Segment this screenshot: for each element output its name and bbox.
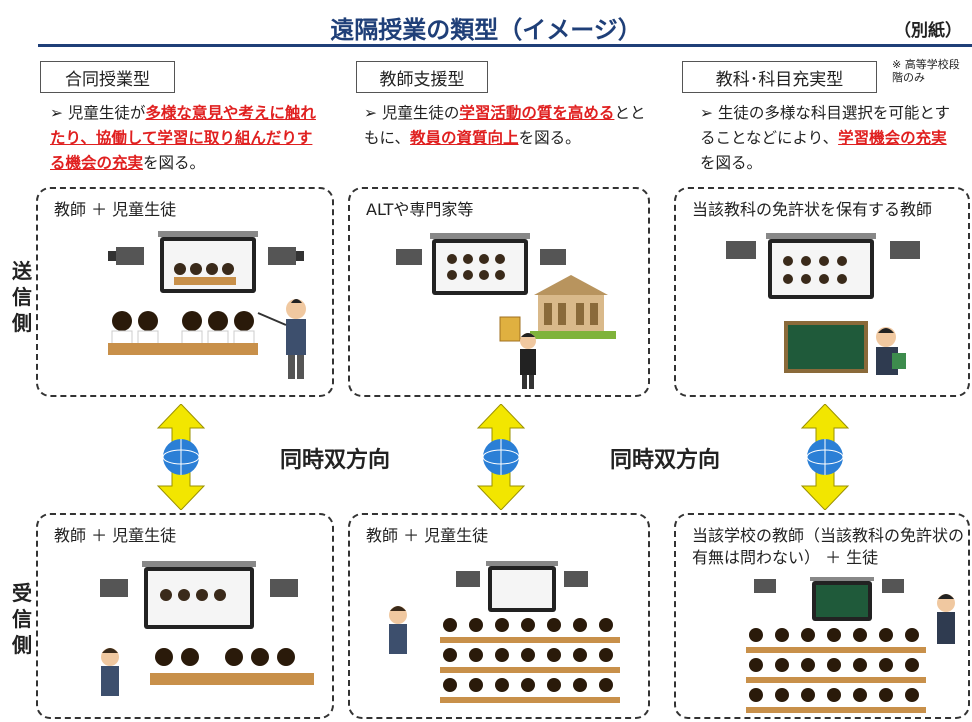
screen-icon: [486, 561, 558, 612]
title-underline: [38, 44, 972, 47]
panel-label: 当該学校の教師（当該教科の免許状の有無は問わない） ＋ 生徒: [692, 526, 965, 567]
large-classroom-illustration: [389, 561, 620, 703]
panel-label: 教師 ＋ 児童生徒: [54, 526, 177, 545]
desc-text: ➢ 児童生徒が: [50, 104, 146, 122]
sender-panel-teacher-support: ALTや専門家等: [348, 187, 650, 397]
screen-icon: [430, 233, 530, 295]
sender-side-label: 送信側: [12, 259, 32, 335]
desc-joint: ➢ 児童生徒が多様な意見や考えに触れたり、協働して学習に取り組んだりする機会の充…: [50, 101, 320, 176]
projector-icon: [540, 249, 566, 265]
student-icon: [112, 311, 254, 331]
bidirectional-label: 同時双方向: [610, 448, 721, 473]
screen-icon: [142, 561, 256, 629]
teacher-icon: [101, 648, 119, 696]
projector-icon: [456, 571, 480, 587]
projector-icon: [268, 247, 304, 265]
desc-text: を図る。: [518, 129, 581, 147]
projector-icon: [396, 249, 422, 265]
teacher-icon: [389, 606, 407, 654]
projector-icon: [726, 241, 756, 259]
desc-text: を図る。: [700, 154, 763, 172]
receiver-panel-joint: 教師 ＋ 児童生徒: [36, 513, 334, 719]
double-arrow-icon: [156, 404, 206, 510]
teacher-icon: [520, 333, 536, 389]
teacher-icon: [257, 299, 306, 379]
teacher-icon: [937, 594, 955, 644]
desc-teacher-support: ➢ 児童生徒の学習活動の質を高めるとともに、教員の資質向上を図る。: [364, 101, 659, 151]
desc-text: ➢ 生徒の多様な科目選択を可能とすることなどにより、: [700, 104, 950, 147]
sender-panel-joint: 教師 ＋ 児童生徒: [36, 187, 334, 397]
receiver-side-label: 受信側: [12, 581, 32, 657]
panel-label: 当該教科の免許状を保有する教師: [692, 200, 933, 219]
screen-icon: [766, 233, 876, 299]
receiver-panel-subject-enrich: 当該学校の教師（当該教科の免許状の有無は問わない） ＋ 生徒: [674, 513, 970, 719]
highschool-note: ※ 高等学校段階のみ: [892, 58, 960, 84]
panel-label: 教師 ＋ 児童生徒: [366, 526, 489, 545]
projector-icon: [100, 579, 128, 597]
double-arrow-icon: [476, 404, 526, 510]
screen-icon: [810, 577, 874, 621]
projector-icon: [882, 579, 904, 593]
building-icon: [530, 275, 616, 339]
expert-sender-illustration: [396, 233, 616, 389]
desc-highlight: 学習活動の質を高める: [459, 104, 615, 122]
type-box-joint: 合同授業型: [40, 61, 175, 93]
projector-icon: [108, 247, 144, 265]
type-box-teacher-support: 教師支援型: [356, 61, 488, 93]
page-title: 遠隔授業の類型（イメージ）: [330, 16, 642, 44]
desc-highlight: 学習機会の充実: [838, 129, 947, 147]
panel-label: ALTや専門家等: [366, 200, 474, 219]
blackboard-icon: [784, 321, 868, 373]
licensed-teacher-illustration: [726, 233, 920, 375]
desc-highlight: 多様な意見や考えに触れたり、協働して学習に取り組んだりする機会の充実: [50, 104, 316, 172]
student-icon: [155, 648, 295, 666]
double-arrow-icon: [800, 404, 850, 510]
teacher-icon: [876, 327, 906, 375]
desc-subject-enrich: ➢ 生徒の多様な科目選択を可能とすることなどにより、学習機会の充実を図る。: [700, 101, 958, 176]
projector-icon: [754, 579, 776, 593]
school-classroom-illustration: [746, 577, 955, 713]
projector-icon: [270, 579, 298, 597]
desc-text: とともに、: [364, 104, 646, 147]
receiver-panel-teacher-support: 教師 ＋ 児童生徒: [348, 513, 650, 719]
classroom-sender-illustration: [108, 231, 306, 379]
attachment-label: （別紙）: [894, 21, 962, 41]
projector-icon: [890, 241, 920, 259]
panel-label: 教師 ＋ 児童生徒: [54, 200, 177, 219]
screen-icon: [158, 231, 258, 293]
type-box-subject-enrich: 教科･科目充実型: [682, 61, 877, 93]
classroom-receiver-illustration: [100, 561, 314, 696]
desc-text: を図る。: [143, 154, 206, 172]
bidirectional-label: 同時双方向: [280, 448, 391, 473]
student-icon: [443, 618, 613, 692]
student-icon: [749, 628, 919, 702]
projector-icon: [564, 571, 588, 587]
desc-highlight: 教員の資質向上: [410, 129, 519, 147]
desc-text: ➢ 児童生徒の: [364, 104, 460, 122]
sender-panel-subject-enrich: 当該教科の免許状を保有する教師: [674, 187, 970, 397]
